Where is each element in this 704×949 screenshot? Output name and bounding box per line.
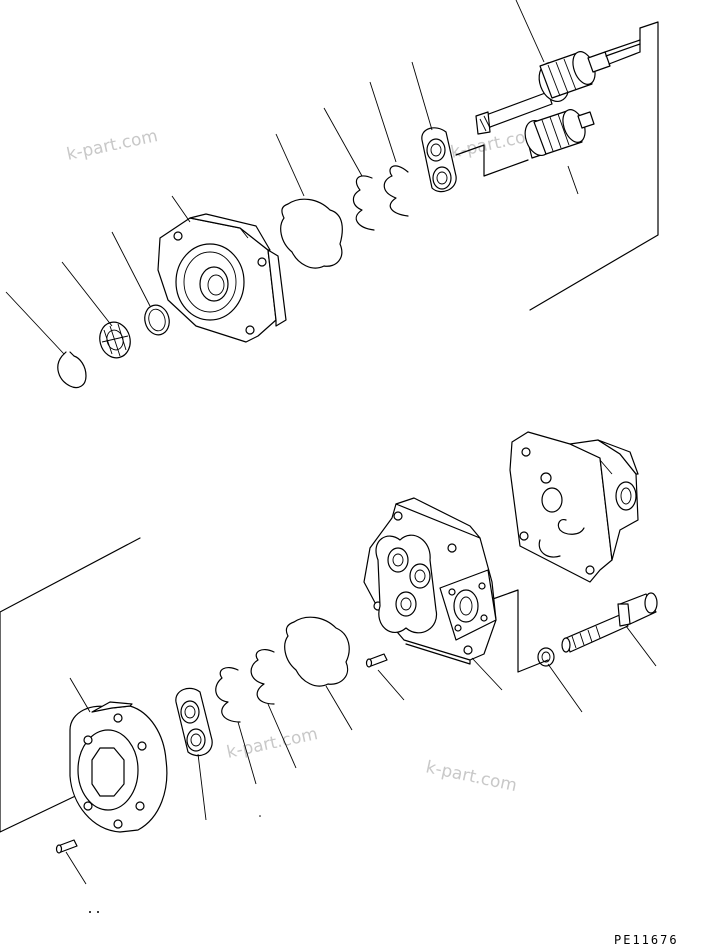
backup-ring-upper-1 xyxy=(383,165,409,217)
seal-ring-lower xyxy=(284,616,350,687)
upper-assembly xyxy=(5,0,659,389)
washer-upper xyxy=(144,304,170,336)
front-cover xyxy=(157,213,287,343)
stray-mark-3 xyxy=(259,815,261,817)
watermark-4: k-part.com xyxy=(424,757,519,796)
mounting-bolt xyxy=(561,592,658,653)
flange-ring xyxy=(69,701,168,833)
seal-ring-upper xyxy=(280,198,343,269)
oil-seal xyxy=(99,321,131,359)
gear-housing xyxy=(363,497,497,665)
thrust-plate-lower xyxy=(175,687,213,757)
drive-shaft xyxy=(475,27,641,135)
leader-lines-upper xyxy=(5,0,579,355)
group-bracket-lower xyxy=(0,537,141,833)
thrust-plate-upper xyxy=(421,127,457,193)
lower-assembly xyxy=(0,431,658,913)
backup-ring-lower-1 xyxy=(250,648,275,705)
stray-mark-1 xyxy=(89,911,91,913)
rear-pump-body xyxy=(509,431,639,583)
backup-ring-upper-2 xyxy=(352,175,375,231)
leader-lines-lower xyxy=(65,625,657,885)
dowel-pin-lower xyxy=(55,839,78,854)
watermark-3: k-part.com xyxy=(225,724,320,763)
stray-mark-2 xyxy=(97,911,99,913)
watermark-1: k-part.com xyxy=(65,126,160,165)
washer-lower xyxy=(537,647,555,667)
snap-ring-upper xyxy=(57,351,87,389)
dowel-pin-upper xyxy=(365,653,388,668)
driven-gear xyxy=(524,109,595,159)
backup-ring-lower-2 xyxy=(215,666,241,723)
group-bracket-upper xyxy=(529,21,659,311)
drawing-code: PE11676 xyxy=(614,933,679,947)
